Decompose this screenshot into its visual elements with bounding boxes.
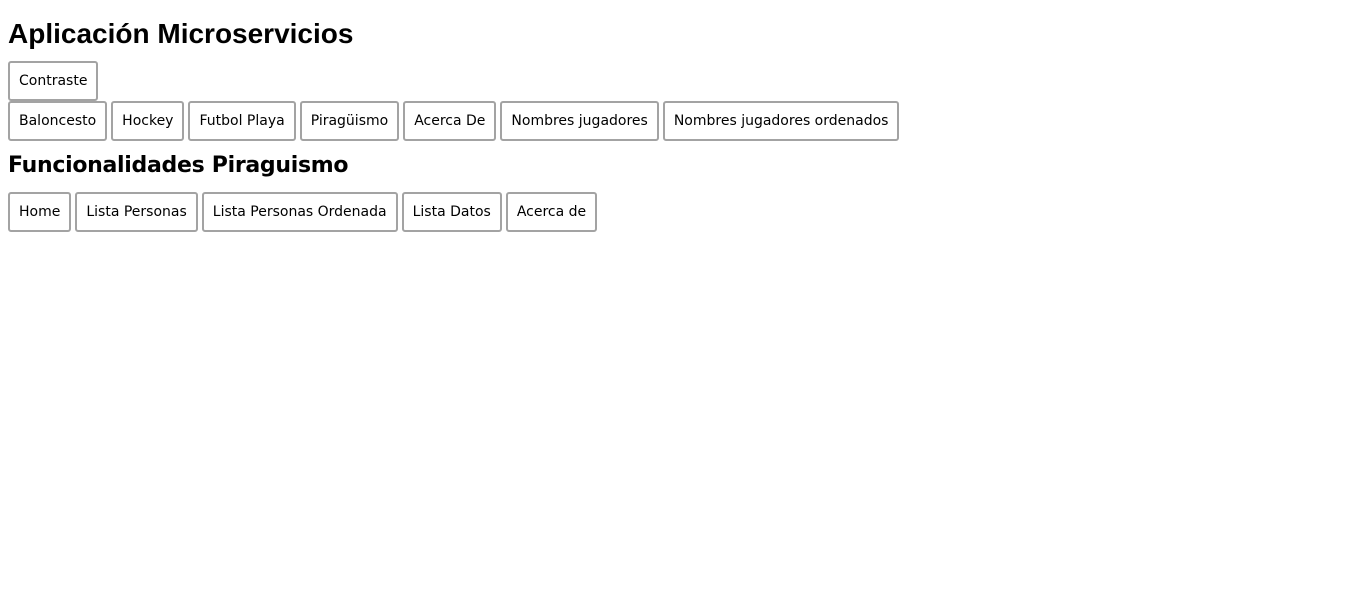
- acerca-de-button[interactable]: Acerca de: [505, 192, 598, 232]
- section-title: Funcionalidades Piraguismo: [8, 153, 349, 178]
- nav-acerca-de-button[interactable]: Acerca De: [403, 101, 497, 141]
- piraguismo-functions-nav: Home Lista Personas Lista Personas Orden…: [8, 192, 598, 232]
- nav-baloncesto-button[interactable]: Baloncesto: [8, 101, 108, 141]
- sports-nav: Baloncesto Hockey Futbol Playa Piragüism…: [8, 101, 900, 141]
- contrast-row: Contraste: [8, 61, 99, 101]
- nav-nombres-jugadores-ordenados-button[interactable]: Nombres jugadores ordenados: [662, 101, 900, 141]
- nav-hockey-button[interactable]: Hockey: [111, 101, 185, 141]
- lista-personas-button[interactable]: Lista Personas: [75, 192, 198, 232]
- lista-datos-button[interactable]: Lista Datos: [401, 192, 502, 232]
- nav-piraguismo-button[interactable]: Piragüismo: [299, 101, 400, 141]
- home-button[interactable]: Home: [8, 192, 72, 232]
- nav-nombres-jugadores-button[interactable]: Nombres jugadores: [500, 101, 659, 141]
- app-title: Aplicación Microservicios: [8, 18, 354, 49]
- nav-futbol-playa-button[interactable]: Futbol Playa: [188, 101, 296, 141]
- contrast-button[interactable]: Contraste: [8, 61, 99, 101]
- lista-personas-ordenada-button[interactable]: Lista Personas Ordenada: [201, 192, 398, 232]
